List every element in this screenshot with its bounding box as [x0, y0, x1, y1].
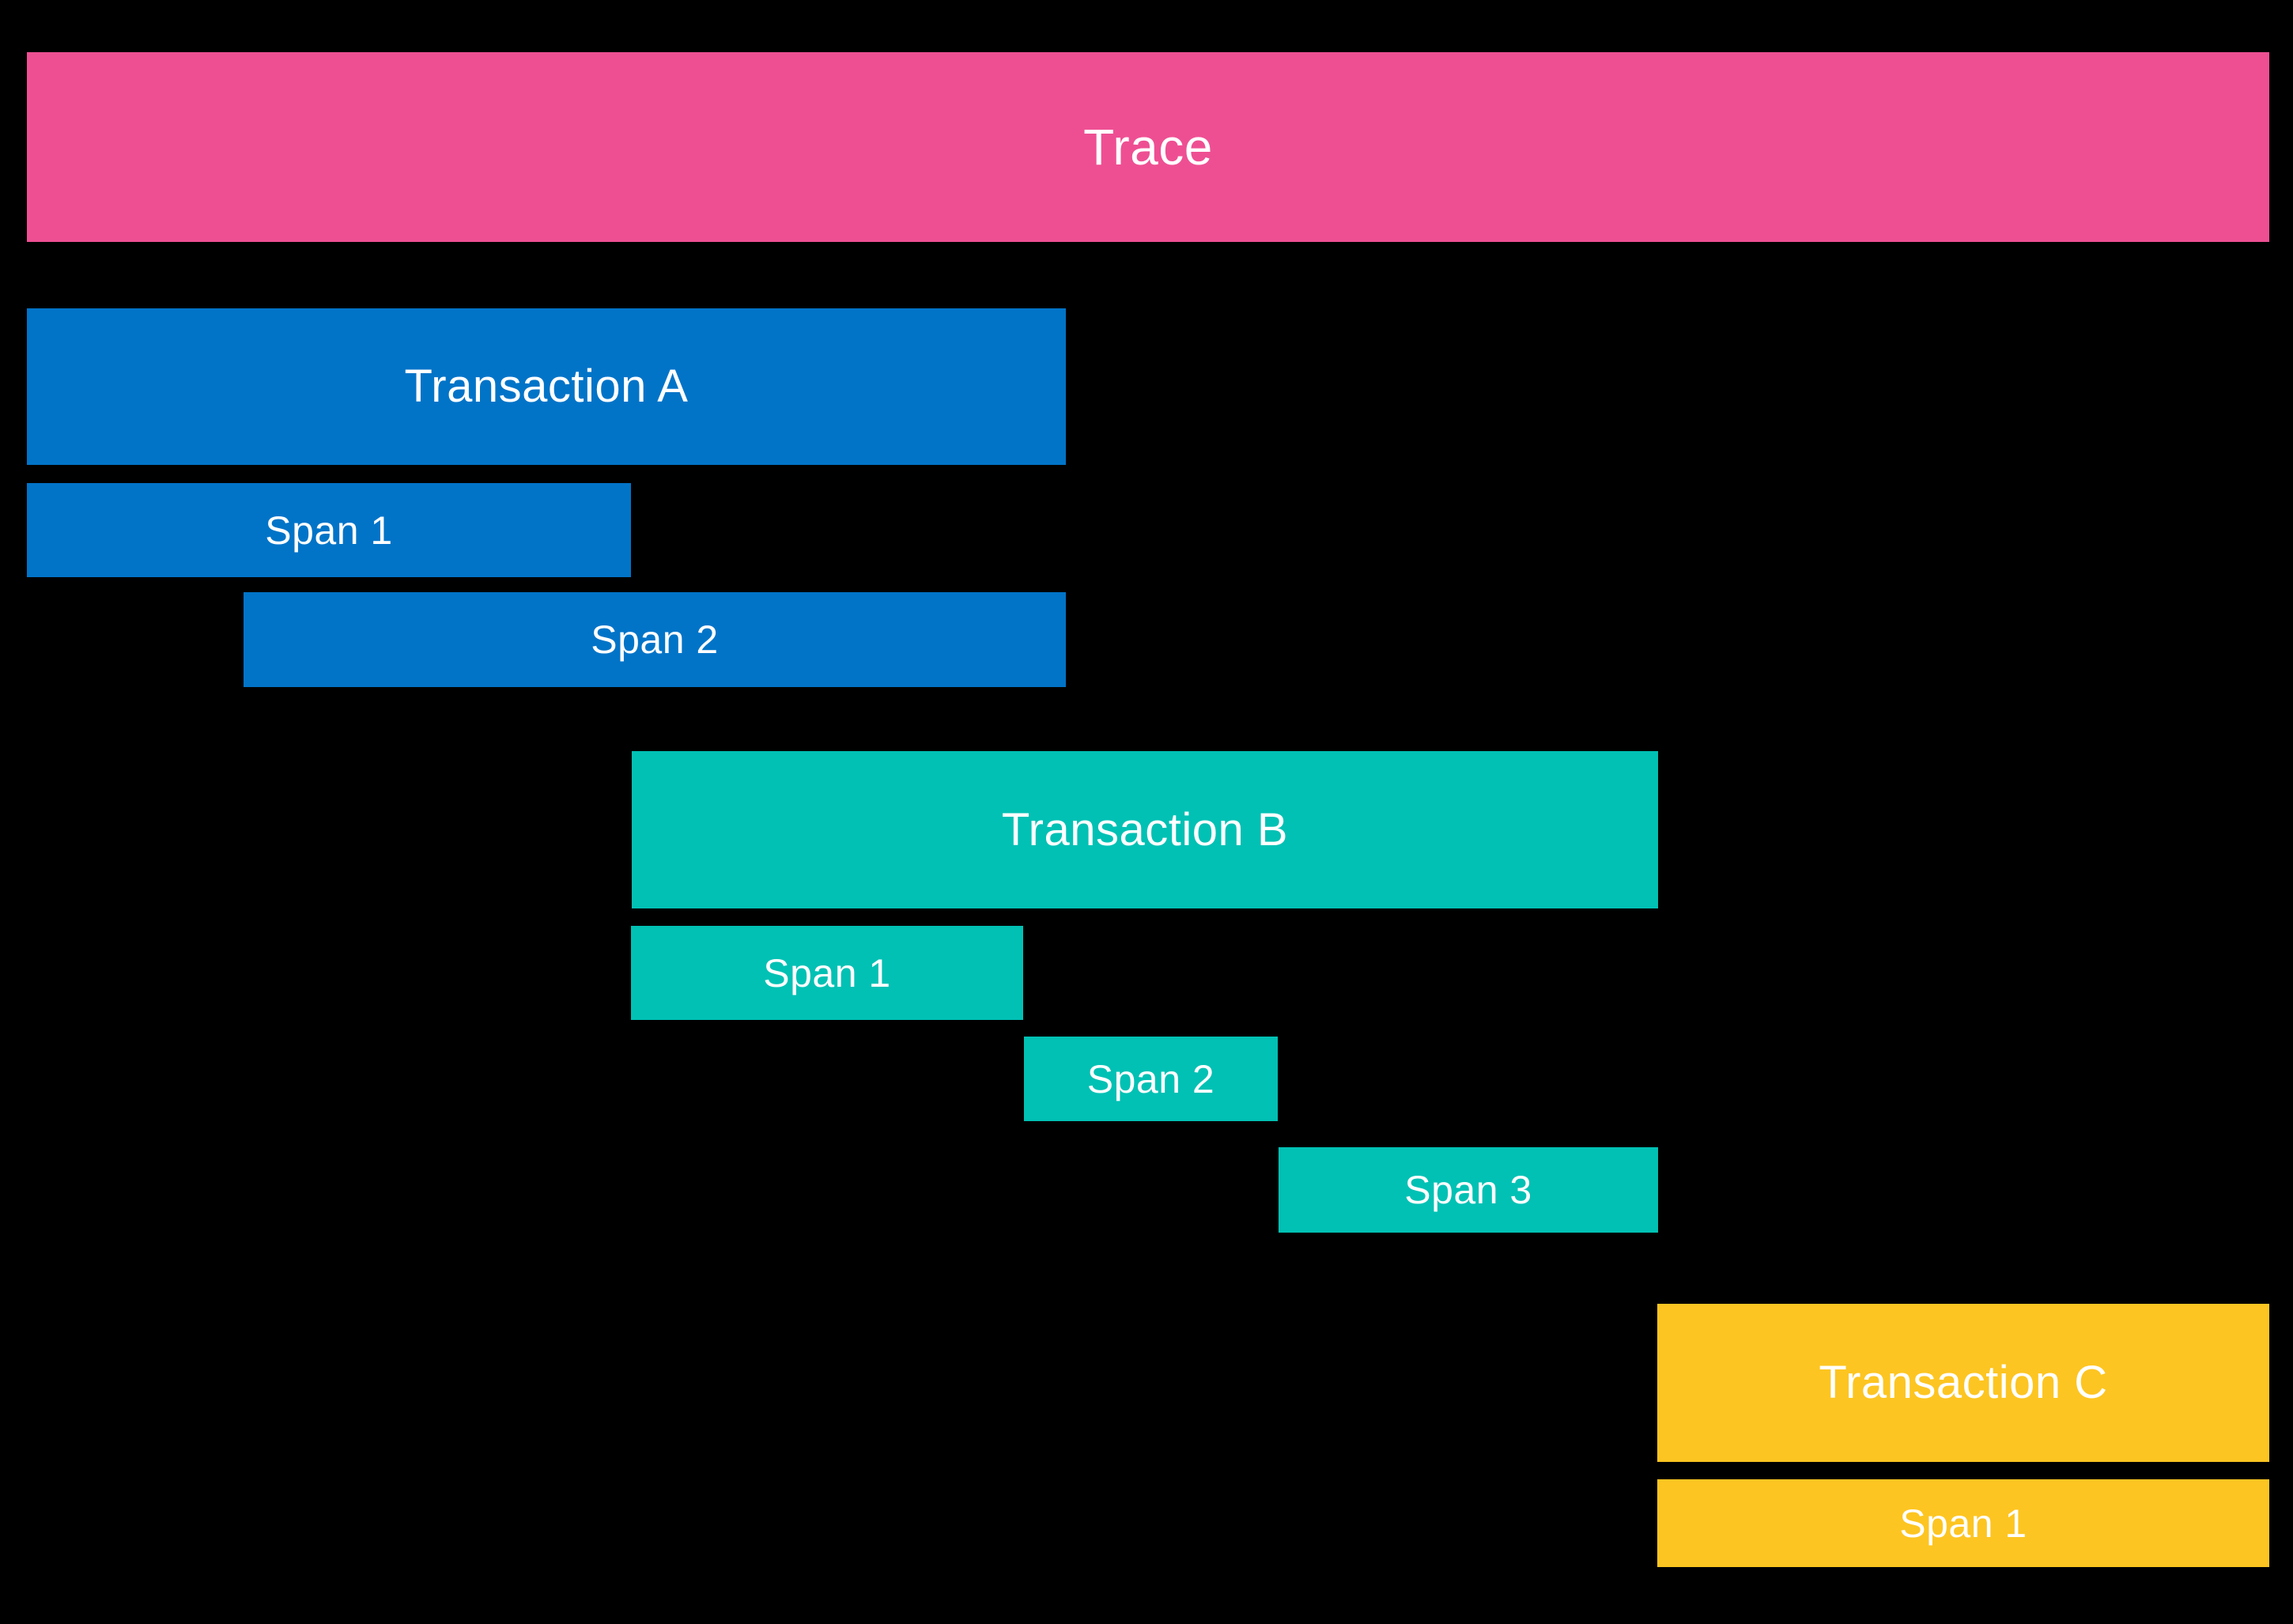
bar-label-transaction-c: Transaction C	[1819, 1357, 2108, 1408]
bar-transaction-b[interactable]: Transaction B	[632, 751, 1658, 908]
bar-trace[interactable]: Trace	[27, 52, 2269, 242]
bar-label-trace: Trace	[1083, 119, 1213, 176]
bar-label-transaction-a: Transaction A	[404, 361, 689, 412]
bar-label-transaction-a-span-2: Span 2	[591, 617, 719, 662]
bar-transaction-a-span-1[interactable]: Span 1	[27, 483, 631, 577]
bar-label-transaction-b: Transaction B	[1001, 803, 1289, 855]
bar-label-transaction-b-span-2: Span 2	[1086, 1056, 1215, 1101]
bar-transaction-c-span-1[interactable]: Span 1	[1657, 1479, 2269, 1567]
bar-label-transaction-a-span-1: Span 1	[265, 508, 393, 553]
bar-transaction-c[interactable]: Transaction C	[1657, 1304, 2269, 1462]
bar-transaction-a-span-2[interactable]: Span 2	[244, 592, 1066, 687]
bar-transaction-a[interactable]: Transaction A	[27, 308, 1066, 465]
bar-transaction-b-span-1[interactable]: Span 1	[631, 926, 1023, 1020]
bar-transaction-b-span-3[interactable]: Span 3	[1279, 1147, 1658, 1233]
bar-label-transaction-b-span-3: Span 3	[1404, 1168, 1532, 1212]
bar-label-transaction-b-span-1: Span 1	[763, 950, 891, 995]
bar-transaction-b-span-2[interactable]: Span 2	[1024, 1037, 1278, 1121]
bar-label-transaction-c-span-1: Span 1	[1899, 1501, 2027, 1546]
